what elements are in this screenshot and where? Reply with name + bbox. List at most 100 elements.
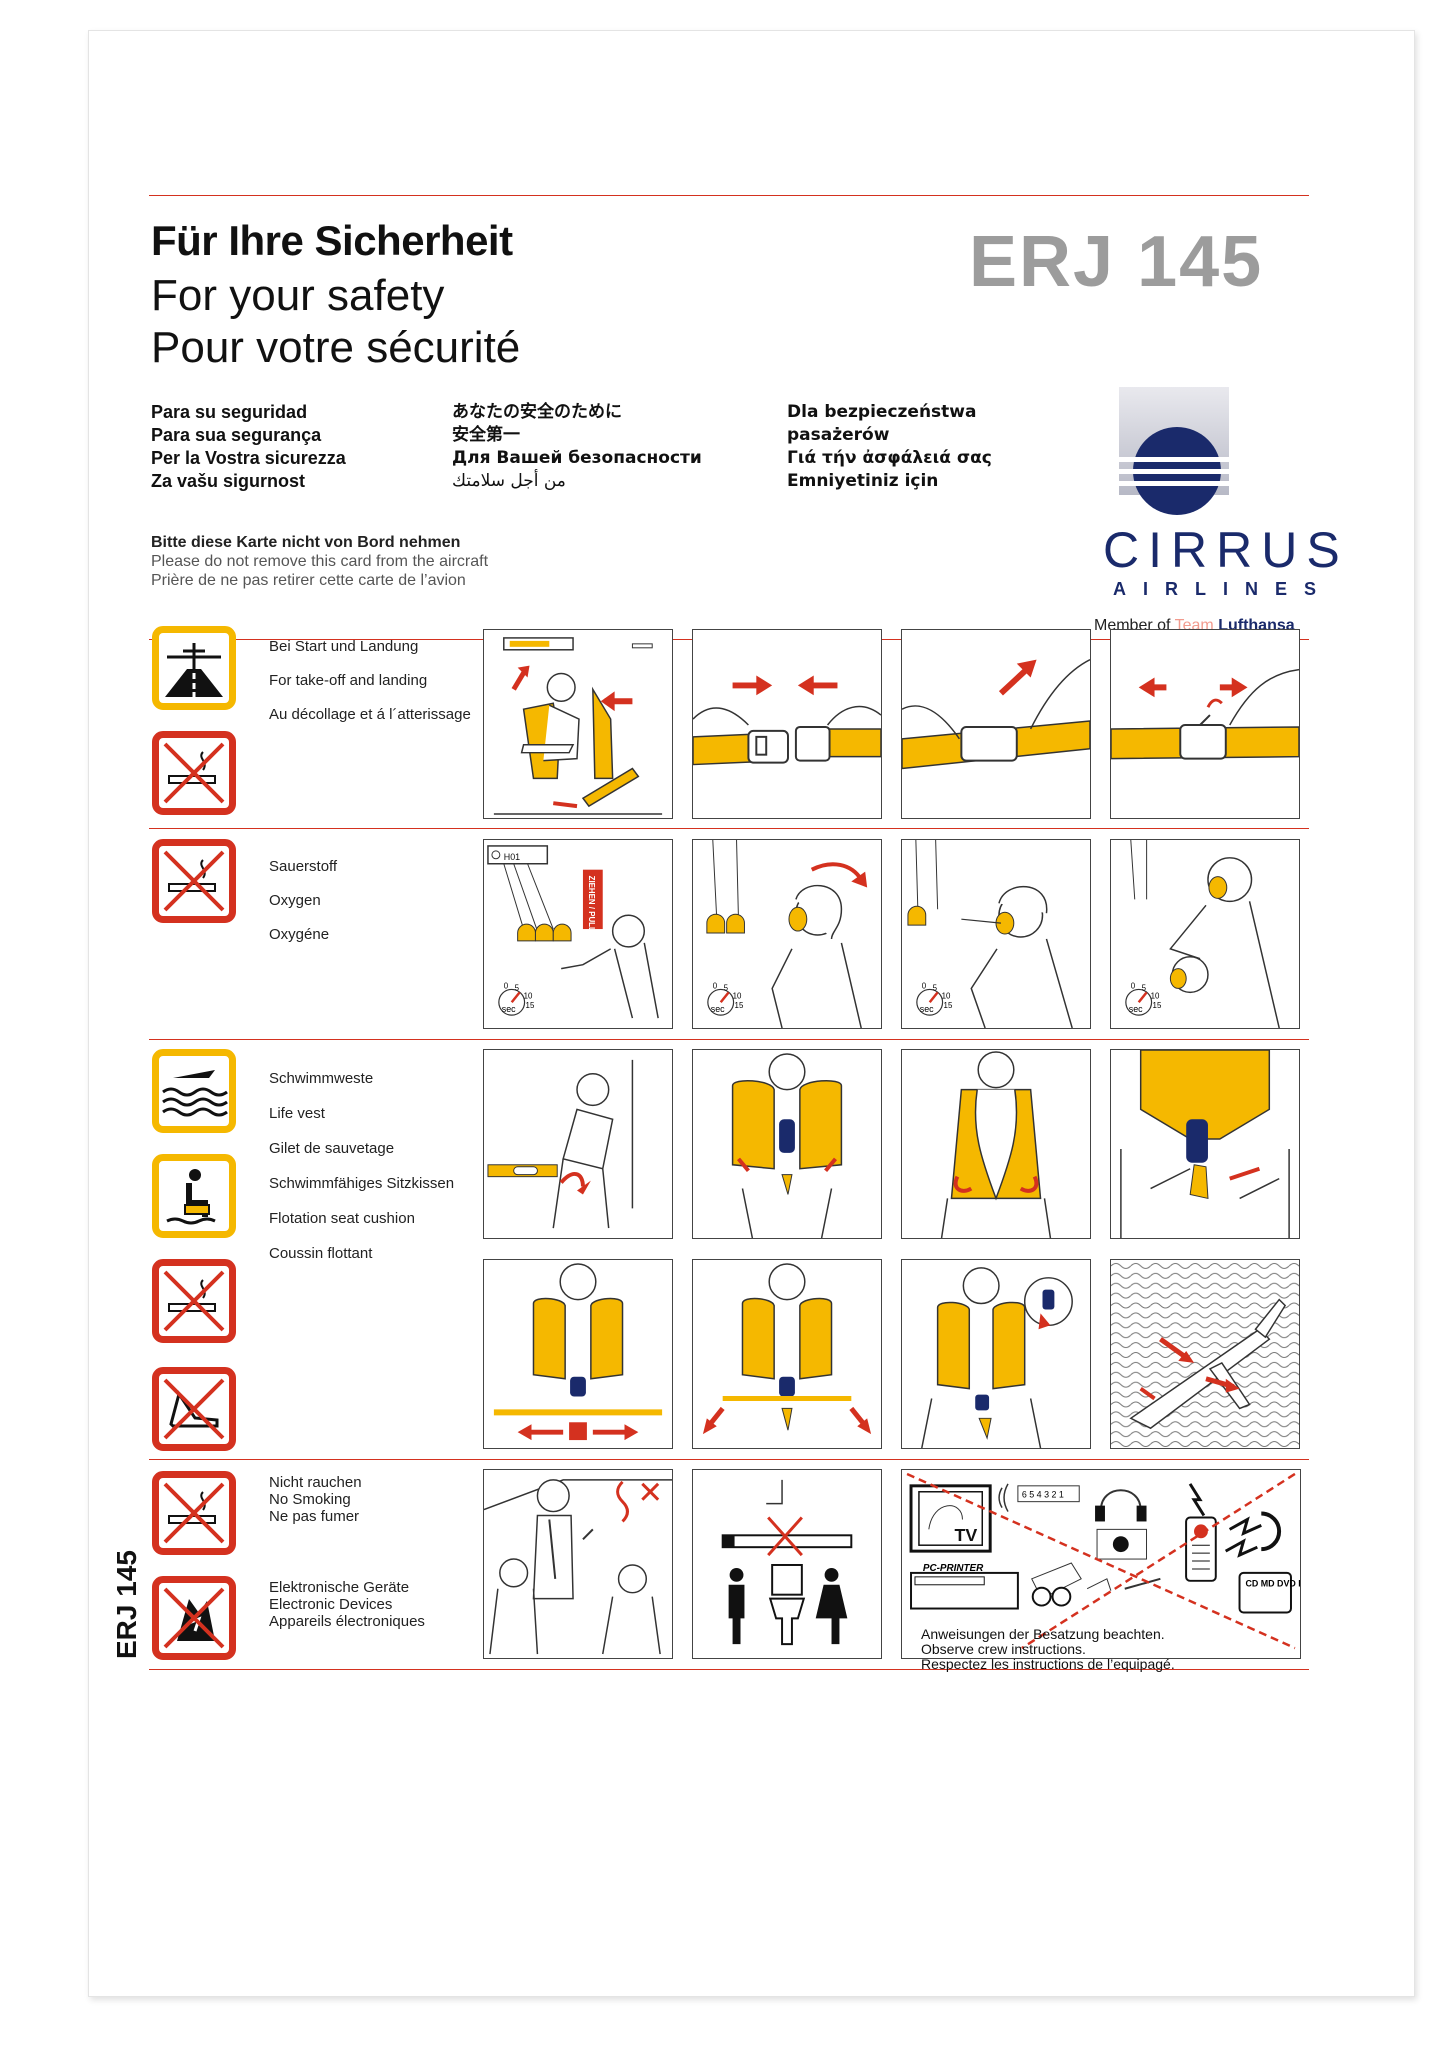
timer-tick: 0 bbox=[504, 981, 509, 990]
no-smoking-icon bbox=[152, 1471, 236, 1555]
label-line: Appareils électroniques bbox=[269, 1613, 425, 1630]
takeoff-labels: Bei Start und Landung For take-off and l… bbox=[269, 630, 471, 732]
panel-id: H01 bbox=[504, 852, 520, 862]
label-line: Nicht rauchen bbox=[269, 1474, 362, 1491]
lang-line: Per la Vostra sicurezza bbox=[151, 448, 346, 468]
lang-line: Para sua segurança bbox=[151, 425, 322, 445]
recording-label: CD MD DVD Recording bbox=[1245, 1579, 1300, 1589]
no-smoking-lavatory-illustration bbox=[692, 1469, 882, 1659]
timer-tick: 10 bbox=[733, 991, 742, 1000]
oxygen-mask-fit-illustration: 0 5 10 15 sec bbox=[901, 839, 1091, 1029]
safety-card: Für Ihre Sicherheit For your safety Pour… bbox=[88, 30, 1415, 1997]
label-line: For take-off and landing bbox=[269, 672, 428, 689]
lang-line: Γιά τήν ἀσφάλειά σας bbox=[787, 448, 992, 468]
no-smoking-icon bbox=[152, 839, 236, 923]
lang-line: من أجل سلامتك bbox=[452, 471, 566, 491]
timer-tick: 5 bbox=[515, 983, 520, 992]
label-line: Elektronische Geräte bbox=[269, 1579, 410, 1596]
lifevest-inflate-illustration bbox=[901, 1259, 1091, 1449]
no-smoking-cabin-illustration bbox=[483, 1469, 673, 1659]
timer-unit: sec bbox=[711, 1004, 725, 1014]
seatbelt-tighten-illustration bbox=[901, 629, 1091, 819]
evacuation-water-illustration bbox=[1110, 1259, 1300, 1449]
oxygen-mask-pull-illustration: 0 5 10 15 sec bbox=[692, 839, 882, 1029]
note-line: Anweisungen der Besatzung beachten. bbox=[921, 1626, 1165, 1642]
logo-sub: AIRLINES bbox=[1113, 579, 1334, 599]
note-line: Observe crew instructions. bbox=[921, 1641, 1086, 1657]
countdown-display: 6 5 4 3 2 1 bbox=[1022, 1490, 1064, 1500]
label-line: Oxygen bbox=[269, 892, 321, 909]
label-line: Coussin flottant bbox=[269, 1245, 373, 1262]
top-rule bbox=[149, 195, 1309, 196]
pc-printer-label: PC-PRINTER bbox=[923, 1563, 984, 1574]
oxygen-mask-help-child-illustration: 0 5 10 15 sec bbox=[1110, 839, 1300, 1029]
timer-tick: 10 bbox=[1151, 991, 1160, 1000]
lifevest-adjust-straps-illustration bbox=[483, 1259, 673, 1449]
timer-unit: sec bbox=[1129, 1004, 1143, 1014]
lang-line: Для Вашей безопасности bbox=[452, 448, 702, 468]
lifevest-back-illustration bbox=[901, 1049, 1091, 1239]
languages-col2: あなたの安全のために 安全第一 Для Вашей безопасности م… bbox=[452, 401, 702, 493]
no-electronic-devices-icon bbox=[152, 1576, 236, 1660]
label-line: Sauerstoff bbox=[269, 858, 338, 875]
note-line: Respectez les instructions de l’equipagé… bbox=[921, 1656, 1175, 1672]
takeoff-runway-icon bbox=[152, 626, 236, 710]
timer-tick: 5 bbox=[933, 983, 938, 992]
timer-tick: 0 bbox=[1131, 981, 1136, 990]
lang-line: pasażerów bbox=[787, 425, 890, 445]
lang-line: あなたの安全のために bbox=[452, 402, 622, 422]
timer-unit: sec bbox=[920, 1004, 934, 1014]
timer-tick: 10 bbox=[942, 991, 951, 1000]
timer-unit: sec bbox=[502, 1004, 516, 1014]
notice-line: Bitte diese Karte nicht von Bord nehmen bbox=[151, 534, 461, 551]
side-model-label: ERJ 145 bbox=[111, 1550, 142, 1659]
label-line: Flotation seat cushion bbox=[269, 1210, 415, 1227]
section-rule bbox=[149, 828, 1309, 829]
title-en: For your safety bbox=[151, 271, 445, 320]
lang-line: Za vašu sigurnost bbox=[151, 471, 306, 491]
no-smoking-icon bbox=[152, 1259, 236, 1343]
electronic-devices-illustration: TV 6 5 4 3 2 1 PC-PRINTER CD MD DVD bbox=[901, 1469, 1301, 1659]
label-line: Oxygéne bbox=[269, 926, 330, 943]
lang-line: 安全第一 bbox=[452, 425, 520, 445]
label-line: Bei Start und Landung bbox=[269, 638, 419, 655]
bottom-rule bbox=[149, 1669, 1309, 1670]
lifevest-pull-straps-illustration bbox=[692, 1259, 882, 1449]
timer-tick: 5 bbox=[1142, 983, 1147, 992]
timer-tick: 15 bbox=[1153, 1001, 1162, 1010]
timer-tick: 5 bbox=[724, 983, 729, 992]
crew-instructions-note: Anweisungen der Besatzung beachten. Obse… bbox=[921, 1627, 1175, 1672]
seat-upright-illustration bbox=[483, 629, 673, 819]
timer-tick: 10 bbox=[524, 991, 533, 1000]
timer-tick: 15 bbox=[944, 1001, 953, 1010]
notice-line: Prière de ne pas retirer cette carte de … bbox=[151, 572, 466, 589]
lang-line: Para su seguridad bbox=[151, 402, 308, 422]
seatbelt-fasten-illustration bbox=[692, 629, 882, 819]
seat-cushion-icon bbox=[152, 1154, 236, 1238]
water-landing-icon bbox=[152, 1049, 236, 1133]
removal-notice: Bitte diese Karte nicht von Bord nehmen … bbox=[151, 533, 488, 590]
label-line: Au décollage et á l´atterissage bbox=[269, 706, 471, 723]
timer-tick: 0 bbox=[922, 981, 927, 990]
lang-line: Emniyetiniz için bbox=[787, 471, 939, 491]
lang-line: Dla bezpieczeństwa bbox=[787, 402, 977, 422]
label-line: Life vest bbox=[269, 1105, 325, 1122]
label-line: Electronic Devices bbox=[269, 1596, 393, 1613]
lifevest-don-illustration bbox=[692, 1049, 882, 1239]
notice-line: Please do not remove this card from the … bbox=[151, 553, 489, 570]
oxygen-labels: Sauerstoff Oxygen Oxygéne bbox=[269, 850, 337, 952]
timer-tick: 15 bbox=[526, 1001, 535, 1010]
no-high-heels-icon bbox=[152, 1367, 236, 1451]
languages-col1: Para su seguridad Para sua segurança Per… bbox=[151, 401, 346, 493]
label-line: Schwimmweste bbox=[269, 1070, 374, 1087]
languages-col3: Dla bezpieczeństwa pasażerów Γιά τήν ἀσφ… bbox=[787, 401, 992, 493]
section-rule bbox=[149, 1459, 1309, 1460]
aircraft-model: ERJ 145 bbox=[969, 222, 1264, 302]
lifevest-fasten-illustration bbox=[1110, 1049, 1300, 1239]
label-line: Gilet de sauvetage bbox=[269, 1140, 395, 1157]
title-de: Für Ihre Sicherheit bbox=[151, 217, 513, 264]
label-line: No Smoking bbox=[269, 1491, 351, 1508]
label-line: Ne pas fumer bbox=[269, 1508, 360, 1525]
title-fr: Pour votre sécurité bbox=[151, 323, 521, 372]
pull-tab-label: ZIEHEN / PULL bbox=[587, 876, 596, 932]
